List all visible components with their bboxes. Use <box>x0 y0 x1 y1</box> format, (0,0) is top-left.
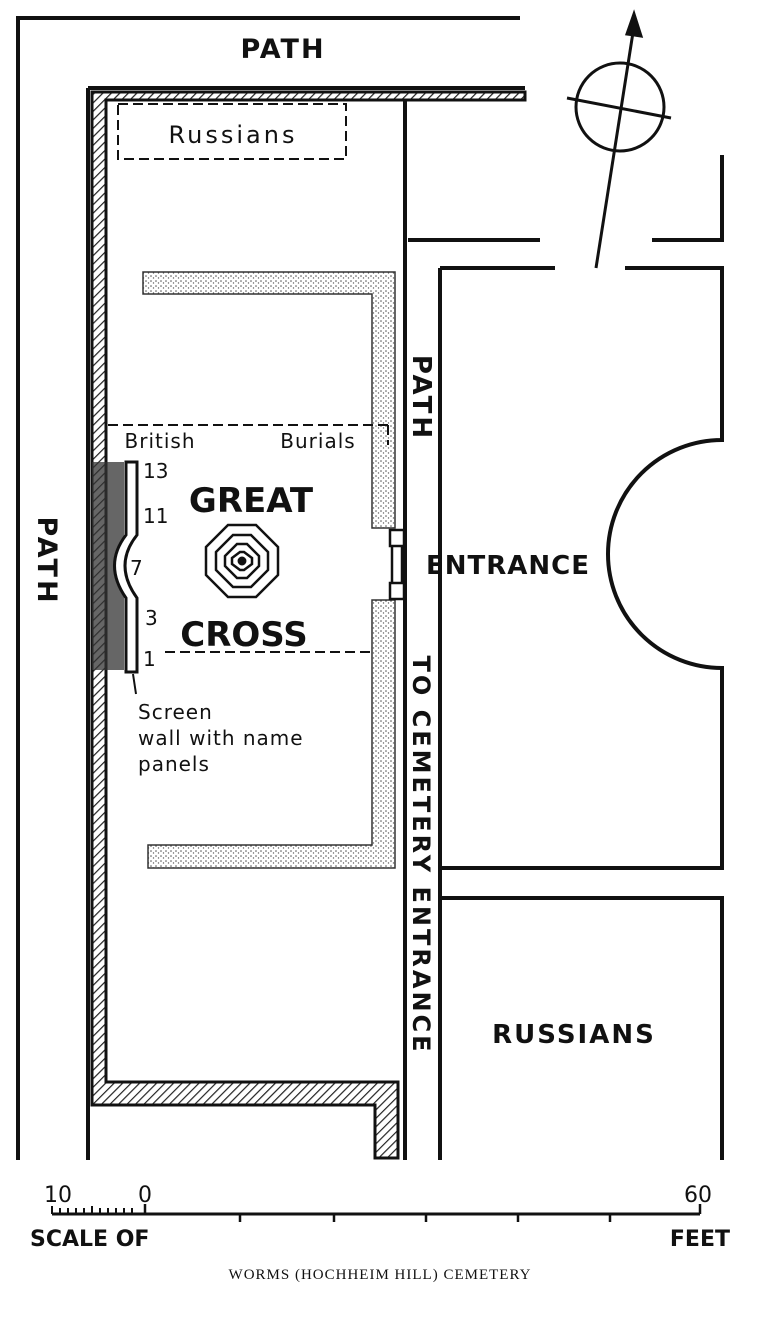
hedge-upper <box>142 271 396 529</box>
screen-wall-label: Screen <box>138 700 213 724</box>
screen-wall-pointer <box>132 673 137 695</box>
entrance-gate[interactable] <box>388 528 406 601</box>
right-blocks <box>440 155 724 1160</box>
scale-right-caption: FEET <box>670 1227 730 1252</box>
to-cemetery-entrance-label: TO CEMETERY ENTRANCE <box>407 655 435 1054</box>
screen-wall-recess <box>92 462 124 670</box>
panel-number: 3 <box>145 606 158 630</box>
british-label: British <box>125 429 196 453</box>
north-arrow-icon <box>566 9 672 269</box>
panel-number: 11 <box>143 504 168 528</box>
russians-plot <box>117 103 347 160</box>
scale-right-value: 60 <box>684 1183 712 1208</box>
scale-left-caption: SCALE OF <box>30 1227 149 1252</box>
panel-number: 7 <box>130 556 143 580</box>
panel-number: 1 <box>143 647 156 671</box>
scale-left-value: 10 <box>44 1183 72 1208</box>
path-right-label: PATH <box>406 355 436 441</box>
road-lines <box>403 100 540 1160</box>
scale-zero-value: 0 <box>138 1183 152 1208</box>
octagon-cross-icon <box>204 523 280 599</box>
cross-label: CROSS <box>180 615 307 655</box>
screen-wall <box>113 460 139 674</box>
screen-wall-label: wall with name <box>138 726 304 750</box>
panel-number: 13 <box>143 459 168 483</box>
entrance-label: ENTRANCE <box>426 551 590 581</box>
path-top-label: PATH <box>240 34 325 65</box>
great-label: GREAT <box>189 481 314 521</box>
british-burials-outline <box>108 424 389 653</box>
russians-small-label: Russians <box>169 121 298 149</box>
burials-label: Burials <box>280 429 355 453</box>
figure-caption: WORMS (HOCHHEIM HILL) CEMETERY <box>229 1267 532 1283</box>
scale-bar <box>51 1204 702 1222</box>
path-left-label: PATH <box>31 516 62 605</box>
boundary-wall <box>90 90 527 1160</box>
outer-path-lines <box>16 16 525 1160</box>
screen-wall-label: panels <box>138 752 210 776</box>
russians-large-label: RUSSIANS <box>492 1020 656 1050</box>
